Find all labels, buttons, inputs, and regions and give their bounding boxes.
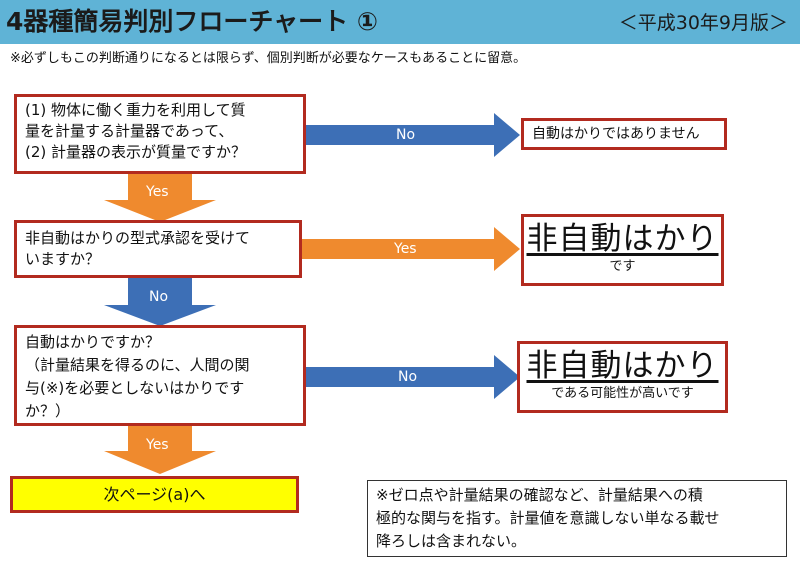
question-3-line: か？） bbox=[25, 402, 71, 420]
result-3-sub: である可能性が高いです bbox=[551, 386, 694, 401]
question-box-2: 非自動はかりの型式承認を受けて いますか？ bbox=[14, 220, 302, 278]
footnote-line: 極的な関与を指す。計量値を意識しない単なる載せ bbox=[376, 509, 720, 527]
result-non-automatic-scale: 非自動はかり です bbox=[521, 214, 724, 286]
arrow-q3-yes bbox=[104, 425, 216, 474]
result-3-heading: 非自動はかり bbox=[526, 348, 719, 384]
result-not-automatic: 自動はかりではありません bbox=[521, 118, 727, 150]
label-q2-yes: Yes bbox=[394, 241, 417, 257]
label-q2-no: No bbox=[149, 289, 169, 305]
footnote-line: ※ゼロ点や計量結果の確認など、計量結果への積 bbox=[376, 486, 703, 504]
question-3-line: 与(※)を必要としないはかりです bbox=[25, 379, 245, 397]
question-1-line: (1) 物体に働く重力を利用して質 bbox=[25, 101, 246, 119]
arrow-q3-no bbox=[306, 355, 520, 399]
page-title: 4器種簡易判別フローチャート ① bbox=[6, 7, 379, 36]
question-box-1: (1) 物体に働く重力を利用して質 量を計量する計量器であって、 (2) 計量器… bbox=[14, 94, 306, 174]
question-box-3: 自動はかりですか？ （計量結果を得るのに、人間の関 与(※)を必要としないはかり… bbox=[14, 325, 306, 426]
disclaimer-note: ※必ずしもこの判断通りになるとは限らず、個別判断が必要なケースもあることに留意。 bbox=[10, 51, 527, 66]
footnote-box: ※ゼロ点や計量結果の確認など、計量結果への積 極的な関与を指す。計量値を意識しな… bbox=[367, 480, 787, 557]
label-q3-no: No bbox=[398, 369, 418, 385]
arrow-q2-no bbox=[104, 278, 216, 326]
question-1-line: 量を計量する計量器であって、 bbox=[25, 122, 234, 140]
label-q3-yes: Yes bbox=[146, 437, 169, 453]
question-3-line: （計量結果を得るのに、人間の関 bbox=[25, 356, 250, 374]
label-q1-yes: Yes bbox=[146, 184, 169, 200]
result-2-sub: です bbox=[609, 259, 636, 274]
header-bar: 4器種簡易判別フローチャート ① ＜平成30年9月版＞ bbox=[0, 0, 800, 44]
arrow-q2-yes bbox=[302, 227, 520, 271]
question-2-line: 非自動はかりの型式承認を受けて bbox=[25, 229, 251, 247]
question-3-line: 自動はかりですか？ bbox=[25, 333, 161, 351]
question-1-line: (2) 計量器の表示が質量ですか？ bbox=[25, 143, 247, 161]
label-q1-no: No bbox=[396, 127, 416, 143]
arrow-q1-no bbox=[306, 113, 520, 157]
arrow-q1-yes bbox=[104, 173, 216, 222]
edition-label: ＜平成30年9月版＞ bbox=[618, 12, 788, 34]
result-2-heading: 非自動はかり bbox=[526, 221, 719, 257]
next-page-box: 次ページ(a)へ bbox=[10, 476, 299, 513]
footnote-line: 降ろしは含まれない。 bbox=[376, 532, 527, 550]
question-2-line: いますか？ bbox=[25, 250, 101, 268]
result-likely-non-automatic: 非自動はかり である可能性が高いです bbox=[517, 341, 728, 413]
